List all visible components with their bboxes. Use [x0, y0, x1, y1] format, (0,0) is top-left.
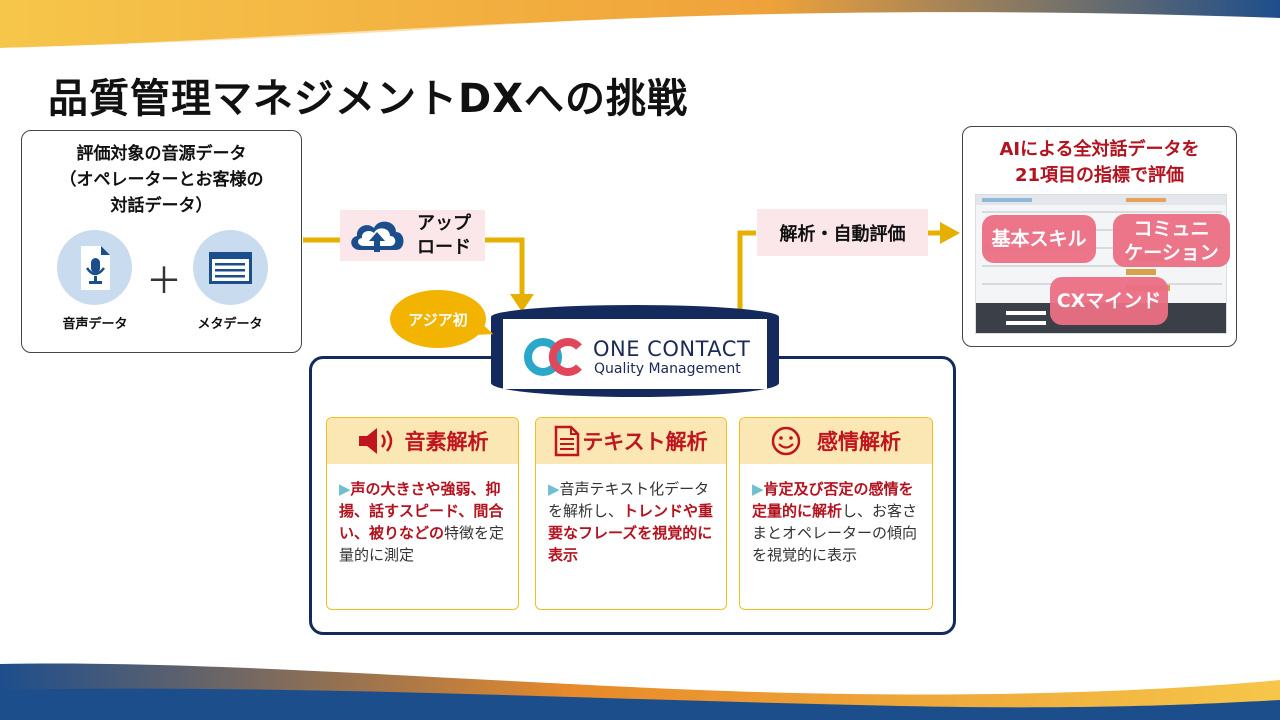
analysis-tag: 解析・自動評価	[757, 209, 928, 256]
logo-sub-text: Quality Management	[594, 361, 741, 377]
phoneme-card-header: 音素解析	[327, 418, 518, 464]
emotion-card-header: 感情解析	[740, 418, 932, 464]
source-title: 評価対象の音源データ （オペレーターとお客様の 対話データ）	[22, 141, 301, 219]
speaker-icon	[357, 427, 397, 455]
audio-data-label: 音声データ	[45, 313, 145, 332]
metadata-label: メタデータ	[180, 313, 280, 332]
emotion-card-title: 感情解析	[817, 426, 901, 456]
page-title: 品質管理マネジメントDXへの挑戦	[48, 66, 688, 124]
upload-label-line2: ロード	[417, 236, 471, 260]
phoneme-card-body: ▶声の大きさや強弱、抑揚、話すスピード、間合い、被りなどの特徴を定量的に測定	[327, 464, 518, 566]
audio-file-icon	[57, 230, 132, 305]
text-card-header: テキスト解析	[536, 418, 726, 464]
smiley-icon	[771, 426, 801, 456]
phoneme-analysis-card: 音素解析 ▶声の大きさや強弱、抑揚、話すスピード、間合い、被りなどの特徴を定量的…	[326, 417, 519, 610]
text-card-body: ▶音声テキスト化データを解析し、トレンドや重要なフレーズを視覚的に表示	[536, 464, 726, 566]
basic-skill-pill: 基本スキル	[982, 215, 1096, 263]
cx-mind-pill: CXマインド	[1050, 277, 1168, 325]
emotion-card-body: ▶肯定及び否定の感情を定量的に解析し、お客さまとオペレーターの傾向を視覚的に表示	[740, 464, 932, 566]
phoneme-card-title: 音素解析	[405, 426, 489, 456]
cloud-upload-icon	[346, 216, 408, 261]
upload-label-line1: アップ	[417, 212, 471, 236]
text-card-title: テキスト解析	[582, 426, 707, 456]
emotion-analysis-card: 感情解析 ▶肯定及び否定の感情を定量的に解析し、お客さまとオペレーターの傾向を視…	[739, 417, 933, 610]
communication-pill: コミュニ ケーション	[1113, 214, 1230, 267]
plus-sign: ＋	[146, 252, 182, 304]
logo-brand-text: ONE CONTACT	[593, 337, 750, 361]
document-icon	[554, 425, 580, 457]
asia-first-badge: アジア初	[390, 290, 486, 348]
result-title: AIによる全対話データを 21項目の指標で評価	[963, 137, 1236, 189]
metadata-window-icon	[193, 230, 268, 305]
text-analysis-card: テキスト解析 ▶音声テキスト化データを解析し、トレンドや重要なフレーズを視覚的に…	[535, 417, 727, 610]
upload-tag: アップ ロード	[340, 210, 485, 261]
oc-logo-icon	[522, 335, 586, 379]
